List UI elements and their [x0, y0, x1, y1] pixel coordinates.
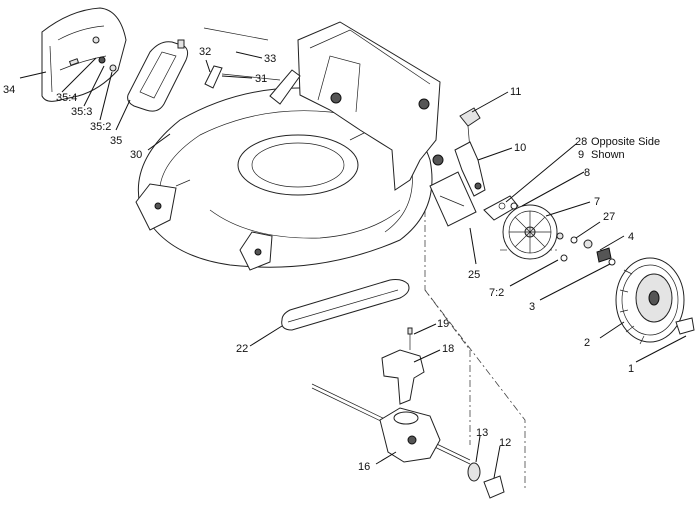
callout-1: 1: [628, 363, 634, 375]
callout-35-4: 35:4: [56, 92, 77, 104]
callout-12: 12: [499, 437, 511, 449]
callout-34: 34: [3, 84, 15, 96]
transmission-bracket: [381, 327, 425, 405]
handle-frame: [269, 21, 444, 191]
callout-35: 35: [110, 135, 122, 147]
pivot-plate: [483, 195, 519, 221]
rear-baffle: [429, 171, 477, 227]
callout-labels: 1 2 3 4 7 7:2 8 9 10 11 12 13 16 18 19 2…: [3, 46, 660, 473]
leader-lines: [19, 51, 687, 479]
wheel-bolt: [675, 317, 695, 335]
bag-hardware: [68, 36, 117, 72]
callout-7-2: 7:2: [489, 287, 504, 299]
callout-28: 28: [575, 136, 587, 148]
axle-bracket: [454, 141, 486, 197]
deck-brackets: [135, 183, 273, 271]
callout-35-2: 35:2: [90, 121, 111, 133]
callout-18: 18: [442, 343, 454, 355]
note-shown: Shown: [591, 149, 625, 161]
transmission: [311, 383, 471, 465]
callout-3: 3: [529, 301, 535, 313]
callout-9: 9: [578, 149, 584, 161]
door-hinge: [203, 27, 281, 89]
callout-11: 11: [510, 86, 521, 98]
callout-10: 10: [514, 142, 526, 154]
callout-27: 27: [603, 211, 615, 223]
callout-33: 33: [264, 53, 276, 65]
callout-35-3: 35:3: [71, 106, 92, 118]
washer-stack: [556, 232, 616, 266]
callout-7: 7: [594, 196, 600, 208]
callout-8: 8: [584, 167, 590, 179]
callout-13: 13: [476, 427, 488, 439]
callout-16: 16: [358, 461, 370, 473]
note-opposite-side: Opposite Side: [591, 136, 660, 148]
grass-bag: [41, 7, 127, 102]
callout-31: 31: [255, 73, 267, 85]
rear-wheel: [615, 257, 685, 345]
bushing: [467, 462, 481, 482]
mower-deck: [137, 87, 433, 268]
pinion-gear: [483, 475, 505, 499]
callout-2: 2: [584, 337, 590, 349]
rear-door: [127, 39, 189, 112]
drive-gear: [502, 204, 558, 260]
callout-25: 25: [468, 269, 480, 281]
callout-19: 19: [437, 318, 449, 330]
callout-30: 30: [130, 149, 142, 161]
callout-32: 32: [199, 46, 211, 58]
drive-belt: [281, 279, 410, 331]
callout-4: 4: [628, 231, 634, 243]
callout-22: 22: [236, 343, 248, 355]
